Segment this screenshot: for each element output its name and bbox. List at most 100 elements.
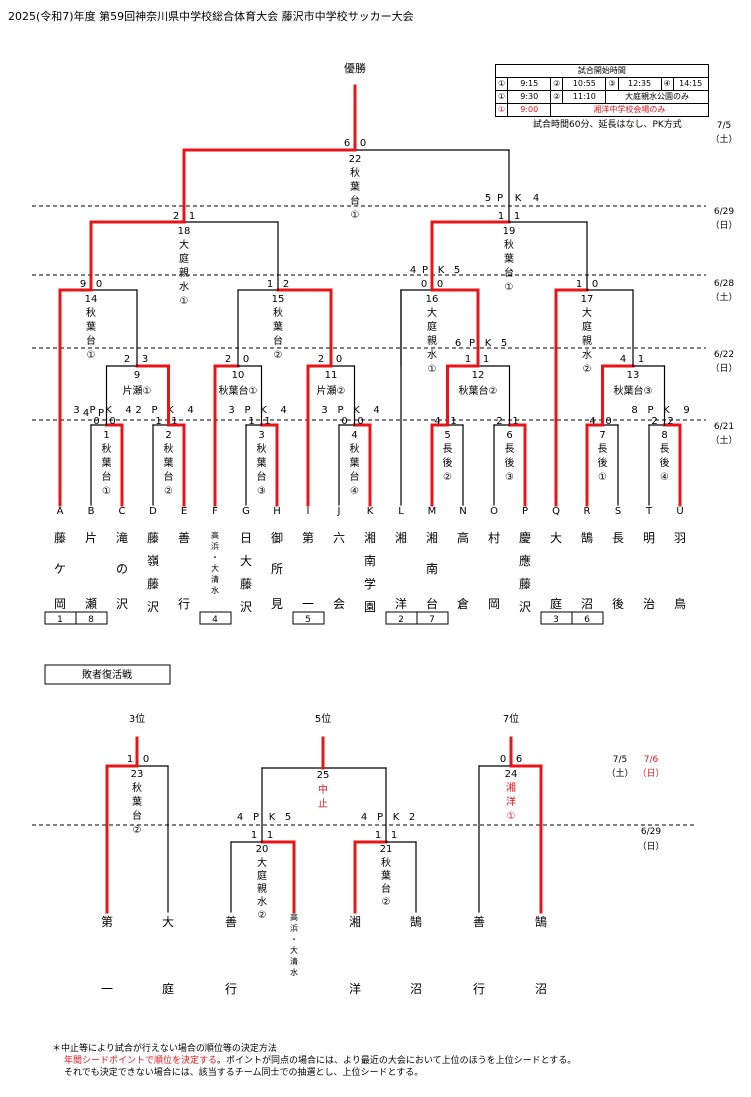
team-name: 一 [302, 597, 314, 611]
schedule-cell: 14:15 [672, 77, 709, 91]
match-venue: 葉 [257, 456, 267, 469]
pk-score: 4 [410, 265, 416, 276]
place-label: 3位 [129, 712, 145, 725]
match-venue: 台 [86, 334, 96, 347]
team-letter: F [212, 506, 218, 517]
pk-label: P [337, 405, 343, 416]
round-weekday: （土） [710, 434, 737, 446]
pk-label: P [497, 193, 503, 204]
pk-label: P [469, 338, 475, 349]
pk-score: 4 [187, 405, 193, 416]
team-name: 学 [364, 576, 376, 591]
match-venue: ② [382, 897, 391, 908]
team-name: 御 [271, 530, 283, 545]
team-name: 藤 [147, 531, 159, 545]
match-venue: 庭 [582, 320, 592, 333]
match-venue: ② [258, 910, 267, 921]
team-letter: J [337, 506, 341, 517]
team-name: 片 [85, 531, 97, 545]
match-venue: 葉 [350, 456, 360, 469]
pk-label: K [260, 405, 267, 416]
match-venue: ② [274, 350, 283, 361]
team-name: 後 [612, 597, 624, 611]
team-letter: O [490, 506, 498, 517]
match-number: 20 [256, 844, 269, 855]
pk-score: 5 [485, 193, 491, 204]
notes: ＊中止等により試合が行えない場合の順位等の決定方法 年間シードポイントで順位を決… [52, 1043, 576, 1079]
round-weekday: （日） [710, 220, 737, 231]
schedule-table: 試合開始時間 ① 9:15 ② 10:55 ③ 12:35 ④ 14:15 ① … [494, 64, 709, 117]
round-date: 7/5 [717, 121, 731, 131]
pk-score: 4 [83, 408, 89, 419]
score: 1 [512, 416, 518, 427]
team-name: 鳥 [674, 596, 686, 611]
team-name: 南 [426, 561, 438, 576]
score: 4 [434, 416, 440, 427]
match-rule: 試合時間60分、延長はなし、PK方式 [533, 120, 682, 130]
pk-label: P [98, 408, 104, 419]
match-number: 11 [325, 370, 338, 381]
score: 4 [589, 416, 595, 427]
match-venue: 片瀬② [317, 384, 346, 397]
team-letter: N [459, 506, 466, 517]
team-name: 藤 [54, 531, 66, 545]
team-letter: R [584, 506, 591, 517]
match-venue: 秋 [86, 306, 96, 319]
team-name: 湘 [395, 530, 407, 545]
team-name: 会 [333, 597, 345, 611]
pk-label: K [438, 265, 445, 276]
team-name: 嶺 [147, 554, 159, 568]
team-name: 沢 [519, 600, 531, 614]
score: 2 [318, 354, 324, 365]
match-venue: 後 [660, 456, 670, 469]
team-name: 大 [550, 531, 562, 545]
team-name: 南 [364, 553, 376, 568]
match-venue: 葉 [86, 320, 96, 333]
match-venue: ① [598, 472, 607, 483]
team-name: 瀬 [85, 597, 97, 611]
match-venue: 水 [179, 281, 189, 293]
match-number: 16 [426, 294, 439, 305]
team-name: 洋 [395, 596, 407, 611]
pk-score: 6 [455, 338, 461, 349]
team-name: ・ [290, 935, 298, 944]
match-venue: 水 [257, 896, 267, 908]
pk-label: K [515, 193, 522, 204]
team-letter: E [181, 506, 187, 517]
team-name: 沼 [410, 982, 422, 996]
round-weekday: （土） [710, 291, 737, 303]
team-name: 慶 [519, 531, 531, 545]
team-name: 岡 [54, 597, 66, 611]
match-venue: 長 [443, 443, 453, 455]
team-name: 沢 [240, 600, 252, 614]
score: 1 [576, 279, 582, 290]
team-letter: U [676, 506, 683, 517]
team-name: 善 [473, 914, 485, 929]
page-title: 2025(令和7)年度 第59回神奈川県中学校総合体育大会 藤沢市中学校サッカー… [8, 10, 414, 23]
round-date: 6/21 [714, 422, 734, 432]
consolation-label: 敗者復活戦 [82, 668, 132, 681]
round-weekday: （土） [710, 133, 737, 145]
score: 1 [483, 354, 489, 365]
team-name: 行 [225, 982, 237, 996]
match-venue: ① [351, 210, 360, 221]
match-venue: 秋 [273, 306, 283, 319]
match-number: 14 [85, 294, 98, 305]
match-venue: 秋 [381, 856, 391, 869]
team-name: 浜 [290, 923, 298, 933]
score: 0 [336, 354, 342, 365]
team-name: 沼 [535, 982, 547, 996]
match-number: 10 [232, 370, 245, 381]
match-number: 5 [444, 430, 450, 441]
match-number: 15 [272, 294, 285, 305]
match-venue: 台 [102, 470, 112, 483]
score: 0 [437, 279, 443, 290]
team-name: 治 [643, 597, 655, 611]
match-venue: 親 [427, 334, 437, 347]
match-venue: 台 [350, 470, 360, 483]
team-name: ケ [54, 562, 66, 576]
team-letter: G [242, 506, 250, 517]
team-letter: Q [552, 506, 560, 517]
team-name: 沢 [147, 600, 159, 614]
